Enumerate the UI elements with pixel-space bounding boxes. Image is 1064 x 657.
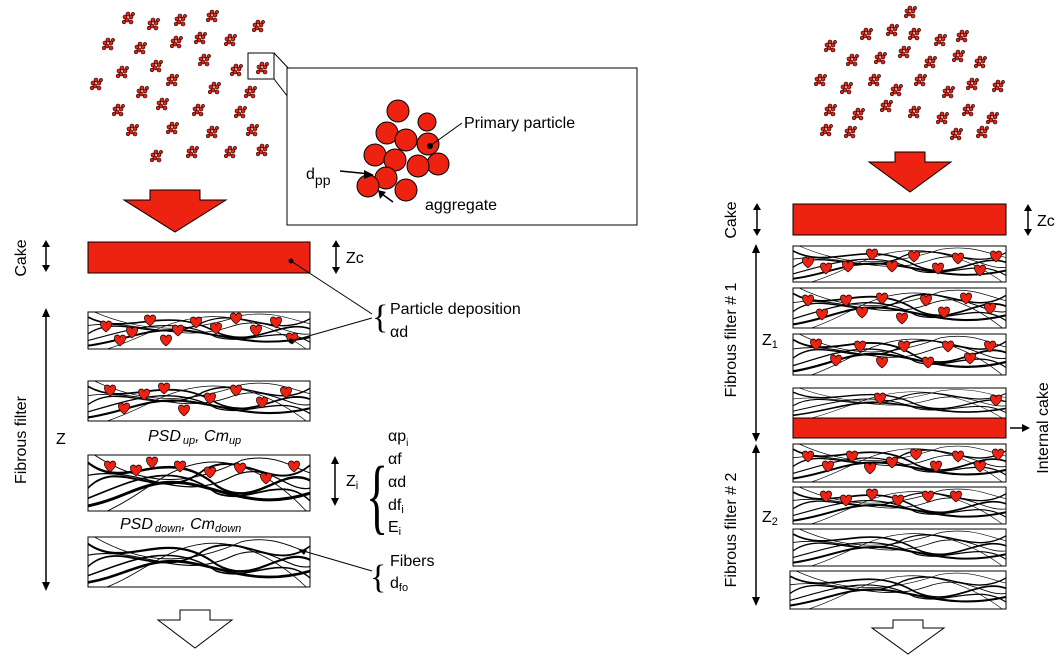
particle-deposition-label: Particle deposition <box>390 301 521 318</box>
filter2-layer-1 <box>792 443 1007 483</box>
filter1-layer-4-internal-cake <box>792 387 1007 439</box>
svg-text:{: { <box>372 299 388 336</box>
zc-label-right: Zc <box>1037 213 1055 230</box>
zoom-inset-box <box>286 67 638 226</box>
dfo-label: dfo <box>390 575 408 594</box>
alpha-d-label-top: αd <box>390 324 408 341</box>
internal-cake-arrow <box>1010 424 1030 432</box>
zc-arrow-left <box>332 240 340 274</box>
filter1-label: Fibrous filter # 1 <box>723 283 740 398</box>
filter-layer-4-left <box>87 536 311 588</box>
zc-label-left: Zc <box>346 250 364 267</box>
left-incoming-aggregates <box>89 9 269 163</box>
filter2-layer-2 <box>792 486 1007 525</box>
filter-layer-3-left <box>87 454 311 512</box>
param-alpha-f: αf <box>388 451 402 468</box>
cake-layer-right <box>792 203 1007 236</box>
filter2-label: Fibrous filter # 2 <box>723 473 740 588</box>
filter1-layer-2 <box>792 287 1007 329</box>
flow-arrow-in-left <box>122 189 228 233</box>
dpp-label: dpp <box>306 166 331 188</box>
right-incoming-aggregates <box>813 5 1005 141</box>
param-d-f: dfi <box>388 497 404 516</box>
filter-layer-2-left <box>87 380 311 422</box>
cake-layer-left <box>87 241 311 274</box>
zi-thickness-arrow <box>331 456 339 506</box>
z2-thickness-arrow <box>752 444 760 606</box>
zoom-source-box <box>247 52 275 80</box>
flow-arrow-out-right <box>870 619 946 655</box>
z-label: Z <box>56 431 66 448</box>
flow-arrow-out-left <box>156 609 234 649</box>
fibrous-filter-label: Fibrous filter <box>13 395 30 484</box>
svg-text:{: { <box>370 559 386 596</box>
flow-arrow-in-right <box>867 151 953 193</box>
cake-label-left: Cake <box>13 239 30 276</box>
param-alpha-p: αpi <box>388 428 408 449</box>
filter1-layer-3 <box>792 333 1007 376</box>
zi-label: Zi <box>346 473 358 492</box>
filter-layer-1-left <box>87 311 311 350</box>
primary-particle-label: Primary particle <box>464 115 575 132</box>
z1-label: Z1 <box>762 332 778 351</box>
filter2-layer-4 <box>789 570 1007 610</box>
zc-arrow-right <box>1024 204 1032 236</box>
cake-thickness-arrow-left <box>42 240 50 272</box>
cake-thickness-arrow-right <box>753 203 761 236</box>
zoom-inset: Primary particle dpp aggregate <box>286 67 638 226</box>
z-thickness-arrow <box>42 308 50 591</box>
param-e-i: Ei <box>388 519 401 538</box>
internal-cake-layer <box>792 417 1007 439</box>
cake-label-right: Cake <box>723 201 740 238</box>
filter2-layer-3 <box>792 528 1007 567</box>
fibers-label: Fibers <box>390 553 434 570</box>
aggregate-label: aggregate <box>425 197 497 214</box>
z1-thickness-arrow <box>752 244 760 442</box>
filter1-layer-1 <box>792 245 1007 283</box>
param-alpha-d: αd <box>388 474 406 491</box>
svg-text:{: { <box>366 450 388 543</box>
z2-label: Z2 <box>762 509 778 528</box>
internal-cake-label: Internal cake <box>1035 382 1052 474</box>
